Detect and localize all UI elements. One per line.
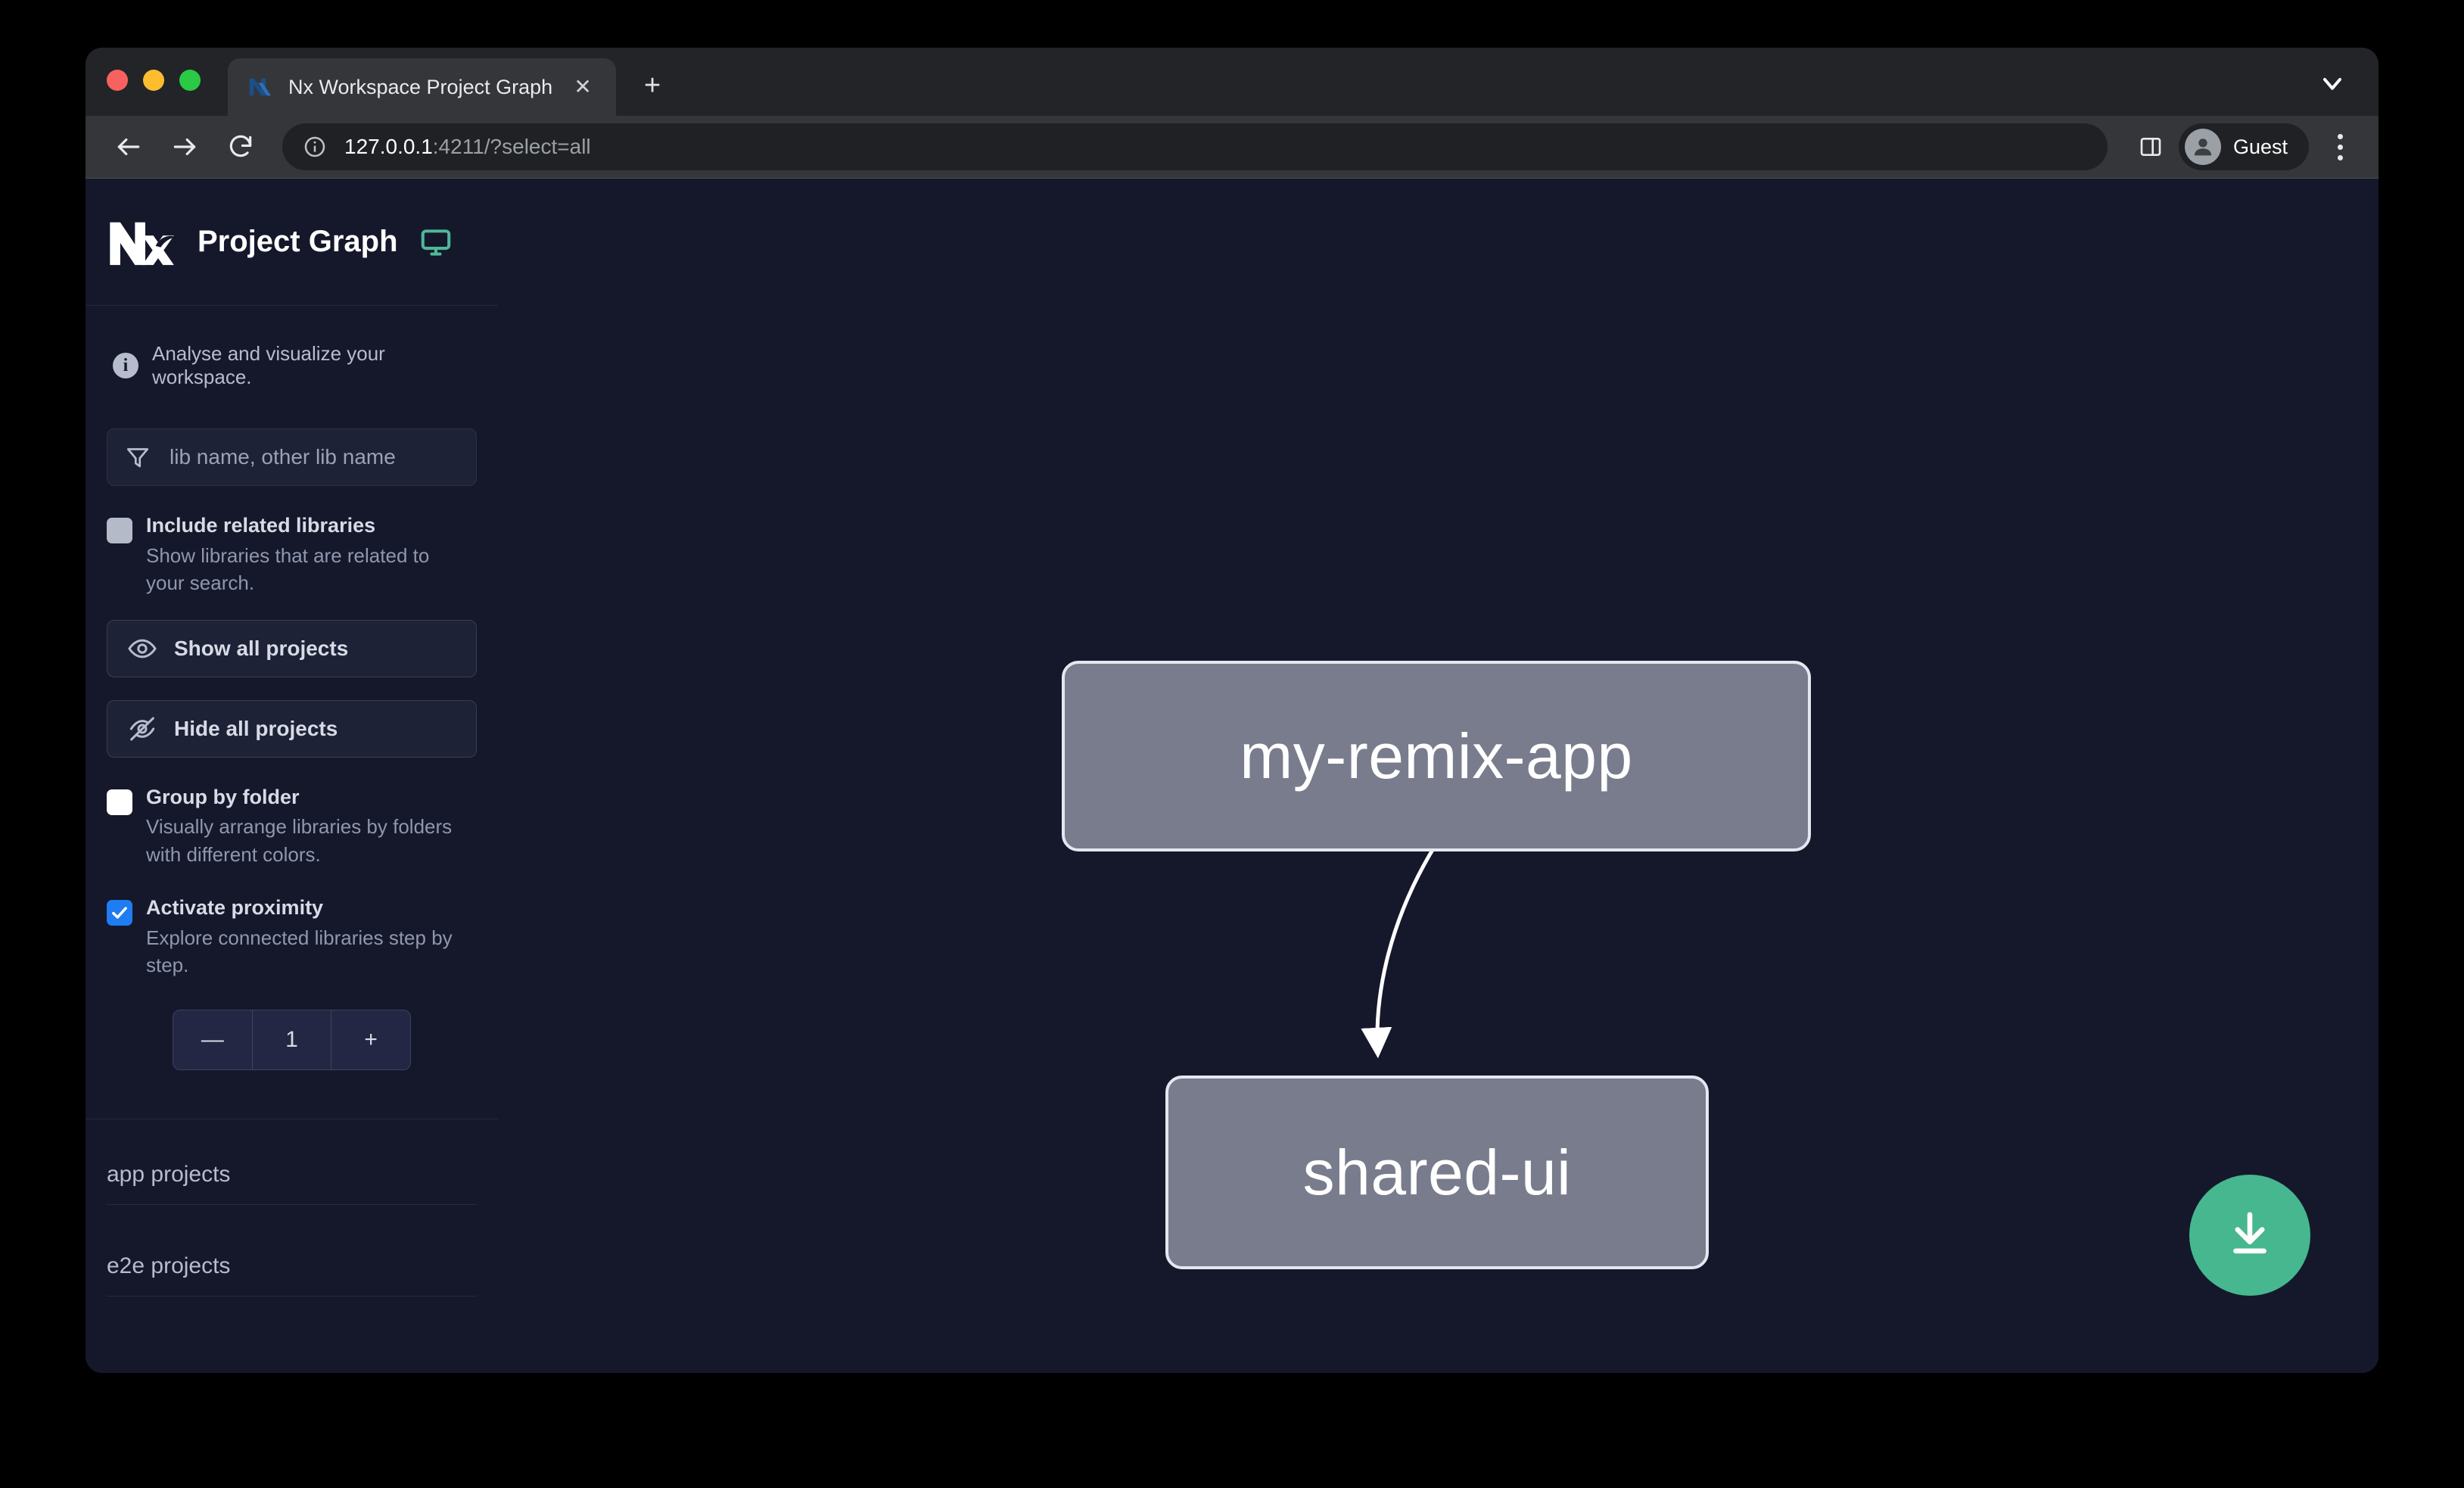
- kebab-menu-icon[interactable]: [2318, 123, 2362, 170]
- search-input[interactable]: [151, 445, 476, 469]
- download-graph-button[interactable]: [2189, 1175, 2310, 1296]
- graph-node-my-remix-app[interactable]: my-remix-app: [1062, 661, 1811, 851]
- monitor-icon[interactable]: [419, 226, 453, 259]
- proximity-decrement-button[interactable]: —: [173, 1010, 252, 1069]
- option-label: Activate proximity: [146, 896, 324, 920]
- eye-off-icon: [127, 714, 157, 744]
- sidebar: Project Graph i Analyse and visualize yo…: [86, 179, 606, 1373]
- side-panel-icon[interactable]: [2127, 123, 2174, 170]
- nx-logo-icon: [247, 74, 273, 100]
- profile-name: Guest: [2232, 135, 2288, 158]
- minimize-window-button[interactable]: [143, 70, 164, 91]
- account-avatar-icon: [2184, 129, 2221, 165]
- option-include-related-libraries[interactable]: Include related libraries Show libraries…: [107, 513, 477, 597]
- proximity-value: 1: [251, 1010, 331, 1069]
- option-description: Explore connected libraries step by step…: [146, 926, 453, 977]
- browser-tab[interactable]: Nx Workspace Project Graph ✕: [228, 58, 617, 116]
- browser-toolbar: 127.0.0.1:4211/?select=all Guest: [86, 116, 2378, 179]
- project-group-list: app projects e2e projects: [86, 1151, 498, 1297]
- chevron-down-icon[interactable]: [2306, 57, 2359, 110]
- info-icon: i: [113, 353, 138, 378]
- option-description: Show libraries that are related to your …: [146, 543, 430, 595]
- page-content: Project Graph i Analyse and visualize yo…: [86, 179, 2378, 1373]
- new-tab-button[interactable]: +: [644, 69, 661, 101]
- reload-icon[interactable]: [216, 122, 266, 172]
- option-label: Group by folder: [146, 785, 300, 808]
- checkbox-include-related-libraries[interactable]: [107, 518, 132, 543]
- close-icon[interactable]: ✕: [574, 75, 592, 98]
- option-group-by-folder[interactable]: Group by folder Visually arrange librari…: [107, 785, 477, 869]
- tab-strip: Nx Workspace Project Graph ✕ +: [86, 48, 2378, 116]
- option-texts: Include related libraries Show libraries…: [146, 513, 477, 597]
- profile-button[interactable]: Guest: [2178, 123, 2309, 170]
- download-icon: [2223, 1206, 2277, 1265]
- maximize-window-button[interactable]: [179, 70, 201, 91]
- checkbox-group-by-folder[interactable]: [107, 789, 132, 815]
- sidebar-controls: Include related libraries Show libraries…: [86, 389, 498, 1070]
- eye-icon: [127, 633, 157, 664]
- page-title: Project Graph: [198, 225, 398, 258]
- sidebar-header: Project Graph: [86, 179, 498, 306]
- tab-title: Nx Workspace Project Graph: [288, 75, 553, 98]
- option-texts: Group by folder Visually arrange librari…: [146, 785, 477, 869]
- arrow-right-icon[interactable]: [160, 122, 210, 172]
- workspace-note: i Analyse and visualize your workspace.: [86, 306, 498, 389]
- window-traffic-lights: [107, 48, 201, 116]
- proximity-stepper: — 1 +: [173, 1009, 411, 1070]
- graph-node-label: shared-ui: [1302, 1136, 1572, 1208]
- search-box[interactable]: [107, 428, 477, 486]
- show-all-projects-button[interactable]: Show all projects: [107, 619, 477, 677]
- workspace-note-text: Analyse and visualize your workspace.: [152, 342, 385, 388]
- hide-all-projects-button[interactable]: Hide all projects: [107, 699, 477, 758]
- project-group-e2e[interactable]: e2e projects: [107, 1243, 477, 1297]
- edge-my-remix-app-to-shared-ui: [1361, 842, 1439, 1059]
- url-host: 127.0.0.1: [344, 135, 433, 158]
- option-activate-proximity[interactable]: Activate proximity Explore connected lib…: [107, 895, 477, 979]
- show-all-projects-label: Show all projects: [174, 636, 349, 660]
- filter-funnel-icon: [124, 444, 151, 471]
- option-description: Visually arrange libraries by folders wi…: [146, 815, 453, 866]
- graph-node-shared-ui[interactable]: shared-ui: [1165, 1076, 1709, 1269]
- arrow-left-icon[interactable]: [104, 122, 154, 172]
- toolbar-right-controls: Guest: [2127, 123, 2362, 170]
- nx-logo-icon: [107, 216, 181, 268]
- project-group-app[interactable]: app projects: [107, 1151, 477, 1205]
- url-path: :4211/?select=all: [432, 135, 591, 158]
- proximity-increment-button[interactable]: +: [331, 1010, 410, 1069]
- address-bar[interactable]: 127.0.0.1:4211/?select=all: [282, 123, 2108, 170]
- hide-all-projects-label: Hide all projects: [174, 716, 338, 740]
- graph-node-label: my-remix-app: [1240, 720, 1633, 792]
- checkbox-activate-proximity[interactable]: [107, 900, 132, 926]
- address-bar-url: 127.0.0.1:4211/?select=all: [344, 135, 591, 159]
- option-label: Include related libraries: [146, 514, 376, 537]
- close-window-button[interactable]: [107, 70, 128, 91]
- browser-window: Nx Workspace Project Graph ✕ + 127.0.0.1…: [86, 48, 2378, 1373]
- info-circle-icon[interactable]: [302, 134, 328, 160]
- project-graph-canvas[interactable]: my-remix-app shared-ui: [498, 179, 2378, 1373]
- option-texts: Activate proximity Explore connected lib…: [146, 895, 477, 979]
